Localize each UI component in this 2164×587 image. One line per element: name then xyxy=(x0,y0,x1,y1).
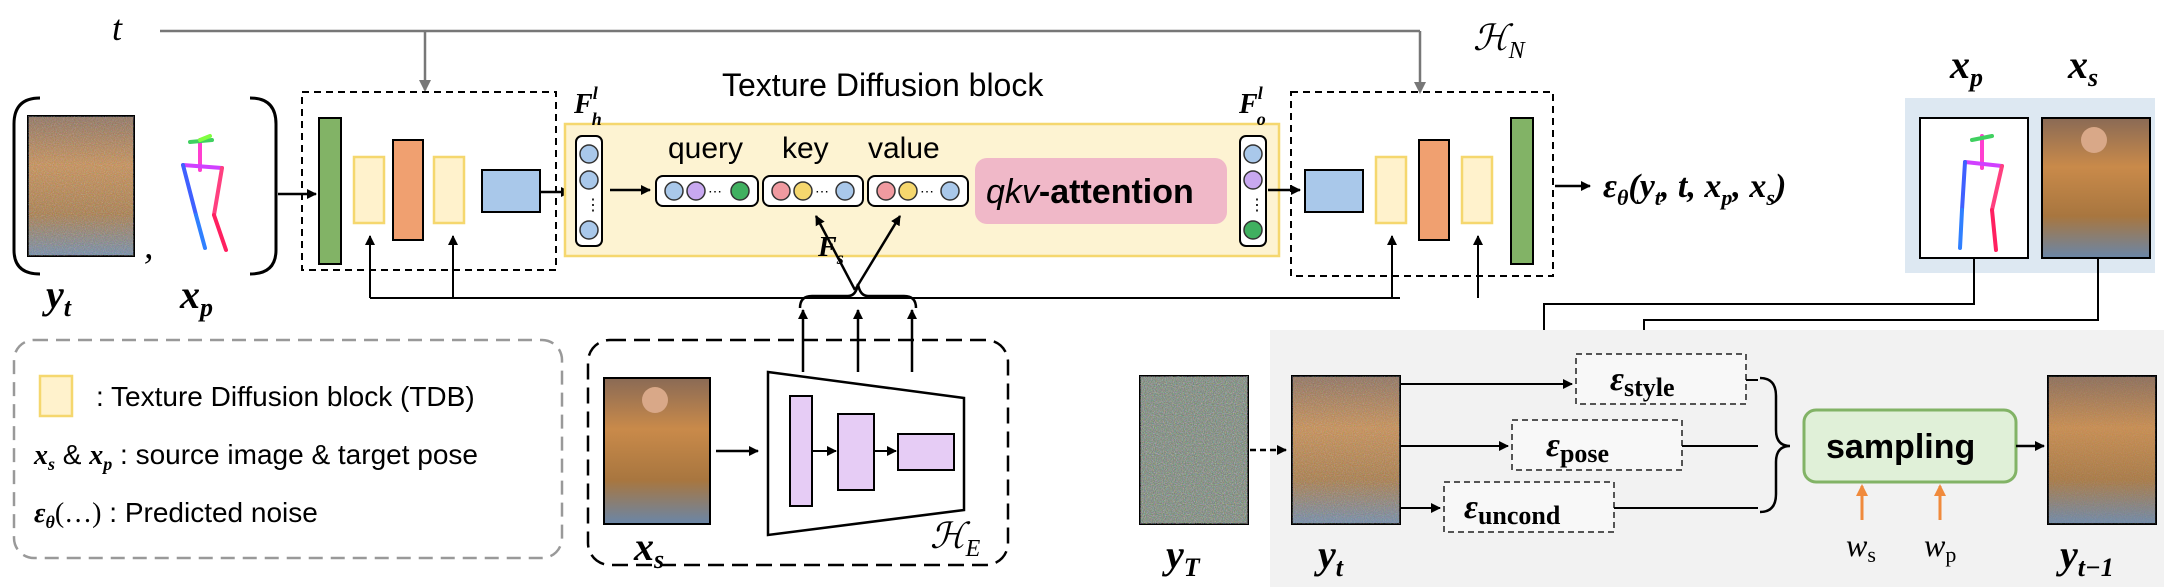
denoiser-decoder-box xyxy=(1290,91,1554,277)
combine-brace xyxy=(1759,376,1791,514)
input-bracket-right xyxy=(249,96,278,276)
fo-token-column: ⋮ xyxy=(1239,135,1267,247)
feature-brace xyxy=(798,283,918,309)
fs-to-key-arrow xyxy=(814,215,857,291)
enc-green-layer xyxy=(318,117,342,265)
wp-label: wp xyxy=(1924,527,1956,567)
legend-noise-text: εθ(…) : Predicted noise xyxy=(34,497,318,532)
source-image-encoder xyxy=(603,377,711,525)
enc-layer-1 xyxy=(789,395,813,507)
qkv-attention-box xyxy=(975,158,1227,224)
svg-text:⋮: ⋮ xyxy=(1249,197,1265,214)
fh-token-column: ⋮ xyxy=(575,135,603,247)
pose-skeleton-right xyxy=(1958,134,2004,252)
denoiser-encoder-box xyxy=(301,91,557,271)
enc-orange-layer xyxy=(392,139,424,241)
qkv-attention-label: qkv-attention xyxy=(986,173,1194,211)
enc-tdb-1 xyxy=(352,155,386,225)
xp-left-label: xp xyxy=(179,272,213,322)
eps-style-label: εstyle xyxy=(1610,361,1675,402)
noisy-image-yt-left xyxy=(27,115,135,257)
source-image-right xyxy=(2041,117,2151,259)
value-label: value xyxy=(868,132,940,165)
dec-tdb-1 xyxy=(1374,155,1408,225)
eps-style-box xyxy=(1575,353,1747,405)
output-image-yt-1 xyxy=(2047,375,2157,525)
fs-to-value-arrow xyxy=(853,215,902,291)
eps-uncond-label: εuncond xyxy=(1464,489,1561,530)
enc-layer-3 xyxy=(897,433,955,471)
legend-tdb-swatch xyxy=(38,374,74,418)
legend-box xyxy=(12,338,564,560)
comma: , xyxy=(144,225,154,267)
tdb-title: Texture Diffusion block xyxy=(722,67,1044,103)
hn-label: ℋN xyxy=(1473,18,1527,64)
svg-text:⋯: ⋯ xyxy=(920,183,934,199)
query-token-row: ⋯ xyxy=(655,175,759,207)
sampling-label: sampling xyxy=(1826,428,1975,466)
enc-layer-2 xyxy=(837,413,875,491)
enc-tdb-2 xyxy=(432,155,466,225)
legend-source-text: xs & xp : source image & target pose xyxy=(33,439,478,474)
key-token-row: ⋯ xyxy=(762,175,864,207)
pure-noise-image-yT xyxy=(1139,375,1249,525)
eps-pose-label: εpose xyxy=(1546,427,1609,468)
eps-pose-box xyxy=(1511,419,1683,471)
xp-right-label: xp xyxy=(1949,42,1983,92)
fs-label: Fs xyxy=(817,232,844,268)
legend-tdb-text: : Texture Diffusion block (TDB) xyxy=(96,381,475,412)
xs-encoder-label: xs xyxy=(633,524,664,574)
yt-left-label: yt xyxy=(42,272,72,322)
svg-text:⋯: ⋯ xyxy=(815,183,829,199)
dec-green-layer xyxy=(1510,117,1534,265)
dec-orange-layer xyxy=(1418,139,1450,241)
yt-right-label: yt xyxy=(1314,532,1344,582)
he-label: ℋE xyxy=(930,516,981,562)
xs-right-label: xs xyxy=(2067,42,2098,92)
yt1-label: yt−1 xyxy=(2056,532,2114,582)
enc-blue-layer xyxy=(481,169,541,213)
dec-tdb-2 xyxy=(1460,155,1494,225)
eps-uncond-box xyxy=(1443,481,1615,533)
eps-output-label: εθ(yt, t, xp, xs) xyxy=(1603,168,1786,210)
svg-text:⋯: ⋯ xyxy=(708,183,722,199)
svg-text:⋮: ⋮ xyxy=(585,197,601,214)
timestep-label: t xyxy=(112,8,123,48)
ws-label: ws xyxy=(1846,527,1876,567)
query-label: query xyxy=(668,132,743,165)
noisy-image-yt-right xyxy=(1291,375,1401,525)
pose-skeleton-left xyxy=(181,134,228,252)
key-label: key xyxy=(782,132,829,165)
value-token-row: ⋯ xyxy=(867,175,969,207)
input-bracket-left xyxy=(12,96,41,276)
dec-blue-layer xyxy=(1304,169,1364,213)
yT-label: yT xyxy=(1162,532,1201,582)
